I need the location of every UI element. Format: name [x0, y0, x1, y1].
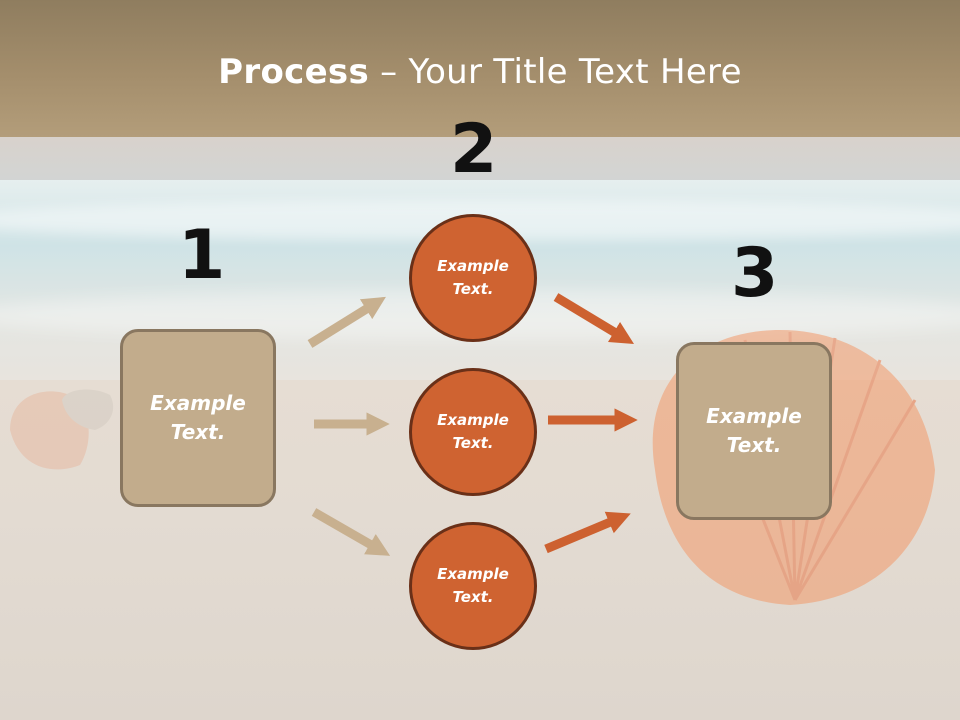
arrow-top-to-right: [553, 293, 635, 345]
circle-top: Example Text.: [409, 214, 537, 342]
step-number-3: 3: [731, 234, 779, 313]
slide-title: Process – Your Title Text Here: [0, 52, 960, 92]
circle-bottom-label: Example Text.: [437, 565, 509, 606]
circle-bottom: Example Text.: [409, 522, 537, 650]
arrow-left-to-top: [307, 296, 386, 348]
title-bold: Process: [218, 52, 370, 92]
step-number-1: 1: [178, 216, 226, 295]
title-band: Process – Your Title Text Here: [0, 0, 960, 137]
title-rest: – Your Title Text Here: [369, 52, 742, 92]
circle-middle-label: Example Text.: [437, 411, 509, 452]
right-box-label: Example Text.: [706, 404, 802, 457]
left-box-label: Example Text.: [150, 391, 246, 444]
circle-top-label: Example Text.: [437, 257, 509, 298]
circle-middle: Example Text.: [409, 368, 537, 496]
left-process-box: Example Text.: [120, 329, 276, 507]
step-number-2: 2: [450, 110, 498, 189]
arrow-bottom-to-right: [544, 511, 631, 554]
right-process-box: Example Text.: [676, 342, 832, 520]
arrow-left-to-bottom: [311, 508, 391, 556]
